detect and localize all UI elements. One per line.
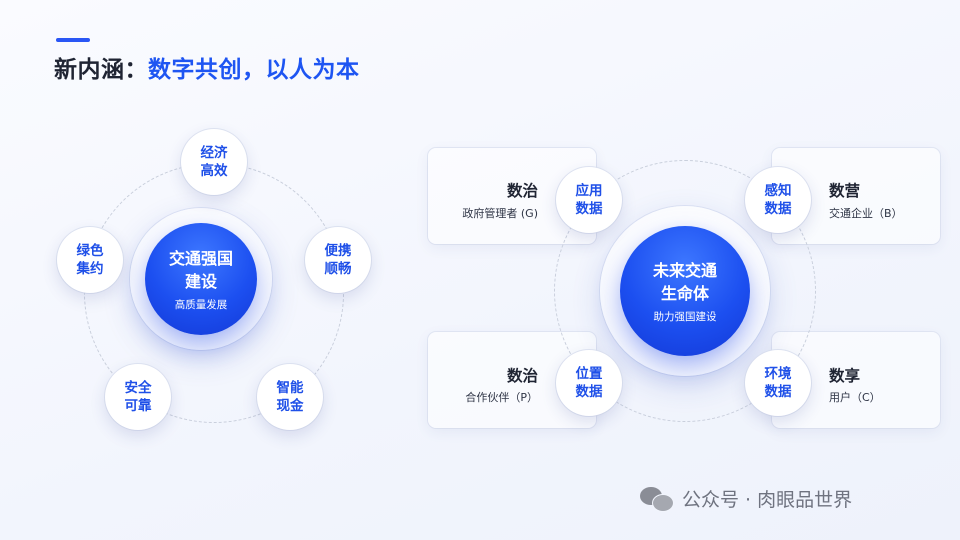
left-node-economy-line1: 经济 — [200, 145, 228, 161]
left-node-intelligent-line1: 智能 — [276, 380, 304, 396]
left-node-safety: 安全可靠 — [105, 364, 171, 430]
right-node-environment-line2: 数据 — [764, 384, 792, 400]
right-node-application-data: 应用数据 — [556, 167, 622, 233]
left-node-convenience-line2: 顺畅 — [324, 261, 352, 277]
card-gov-subtitle: 政府管理者 (G) — [462, 207, 538, 220]
left-node-economy-line2: 高效 — [200, 163, 228, 179]
watermark: 公众号 · 肉眼品世界 — [640, 485, 852, 512]
left-node-safety-line1: 安全 — [124, 380, 152, 396]
left-node-green: 绿色集约 — [57, 227, 123, 293]
card-user-subtitle: 用户（C） — [829, 391, 881, 404]
title-accent-bar — [56, 38, 90, 42]
left-node-intelligent-line2: 现金 — [276, 398, 304, 414]
card-enterprise-title: 数营 — [829, 182, 861, 200]
right-orbit-ring — [554, 160, 816, 422]
left-core-title-line2: 建设 — [184, 271, 217, 291]
left-core-circle: 交通强国 建设 高质量发展 — [145, 223, 257, 335]
right-core-subtitle: 助力强国建设 — [653, 310, 717, 323]
wechat-icon — [640, 486, 674, 512]
right-core-circle: 未来交通 生命体 助力强国建设 — [620, 226, 750, 356]
card-gov-title: 数治 — [506, 182, 538, 200]
card-partner-title: 数治 — [506, 367, 538, 385]
page-title: 新内涵：数字共创，以人为本 — [54, 50, 360, 84]
left-node-safety-line2: 可靠 — [124, 398, 152, 414]
left-node-economy: 经济高效 — [181, 129, 247, 195]
left-node-green-line2: 集约 — [76, 261, 104, 277]
right-node-sensing-data: 感知数据 — [745, 167, 811, 233]
right-node-location-line1: 位置 — [575, 366, 603, 382]
right-node-environment-line1: 环境 — [764, 366, 792, 382]
right-node-application-line1: 应用 — [575, 183, 603, 199]
right-core-title-line2: 生命体 — [660, 283, 709, 303]
watermark-text: 公众号 · 肉眼品世界 — [682, 489, 853, 511]
left-node-convenience: 便携顺畅 — [305, 227, 371, 293]
right-core-title-line1: 未来交通 — [652, 260, 717, 280]
right-node-sensing-line2: 数据 — [764, 201, 792, 217]
right-node-location-line2: 数据 — [575, 384, 603, 400]
left-node-green-line1: 绿色 — [76, 243, 104, 259]
right-node-environment-data: 环境数据 — [745, 350, 811, 416]
page-title-highlight: 数字共创，以人为本 — [148, 57, 360, 83]
left-core-title-line1: 交通强国 — [168, 248, 233, 268]
card-user-title: 数享 — [829, 367, 861, 385]
left-core-subtitle: 高质量发展 — [174, 298, 228, 311]
right-node-sensing-line1: 感知 — [764, 183, 792, 199]
left-node-convenience-line1: 便携 — [324, 243, 352, 259]
card-enterprise-subtitle: 交通企业（B） — [829, 207, 903, 220]
card-partner-subtitle: 合作伙伴（P） — [465, 391, 538, 404]
page-title-prefix: 新内涵： — [54, 57, 148, 83]
left-node-intelligent: 智能现金 — [257, 364, 323, 430]
right-node-location-data: 位置数据 — [556, 350, 622, 416]
right-node-application-line2: 数据 — [575, 201, 603, 217]
